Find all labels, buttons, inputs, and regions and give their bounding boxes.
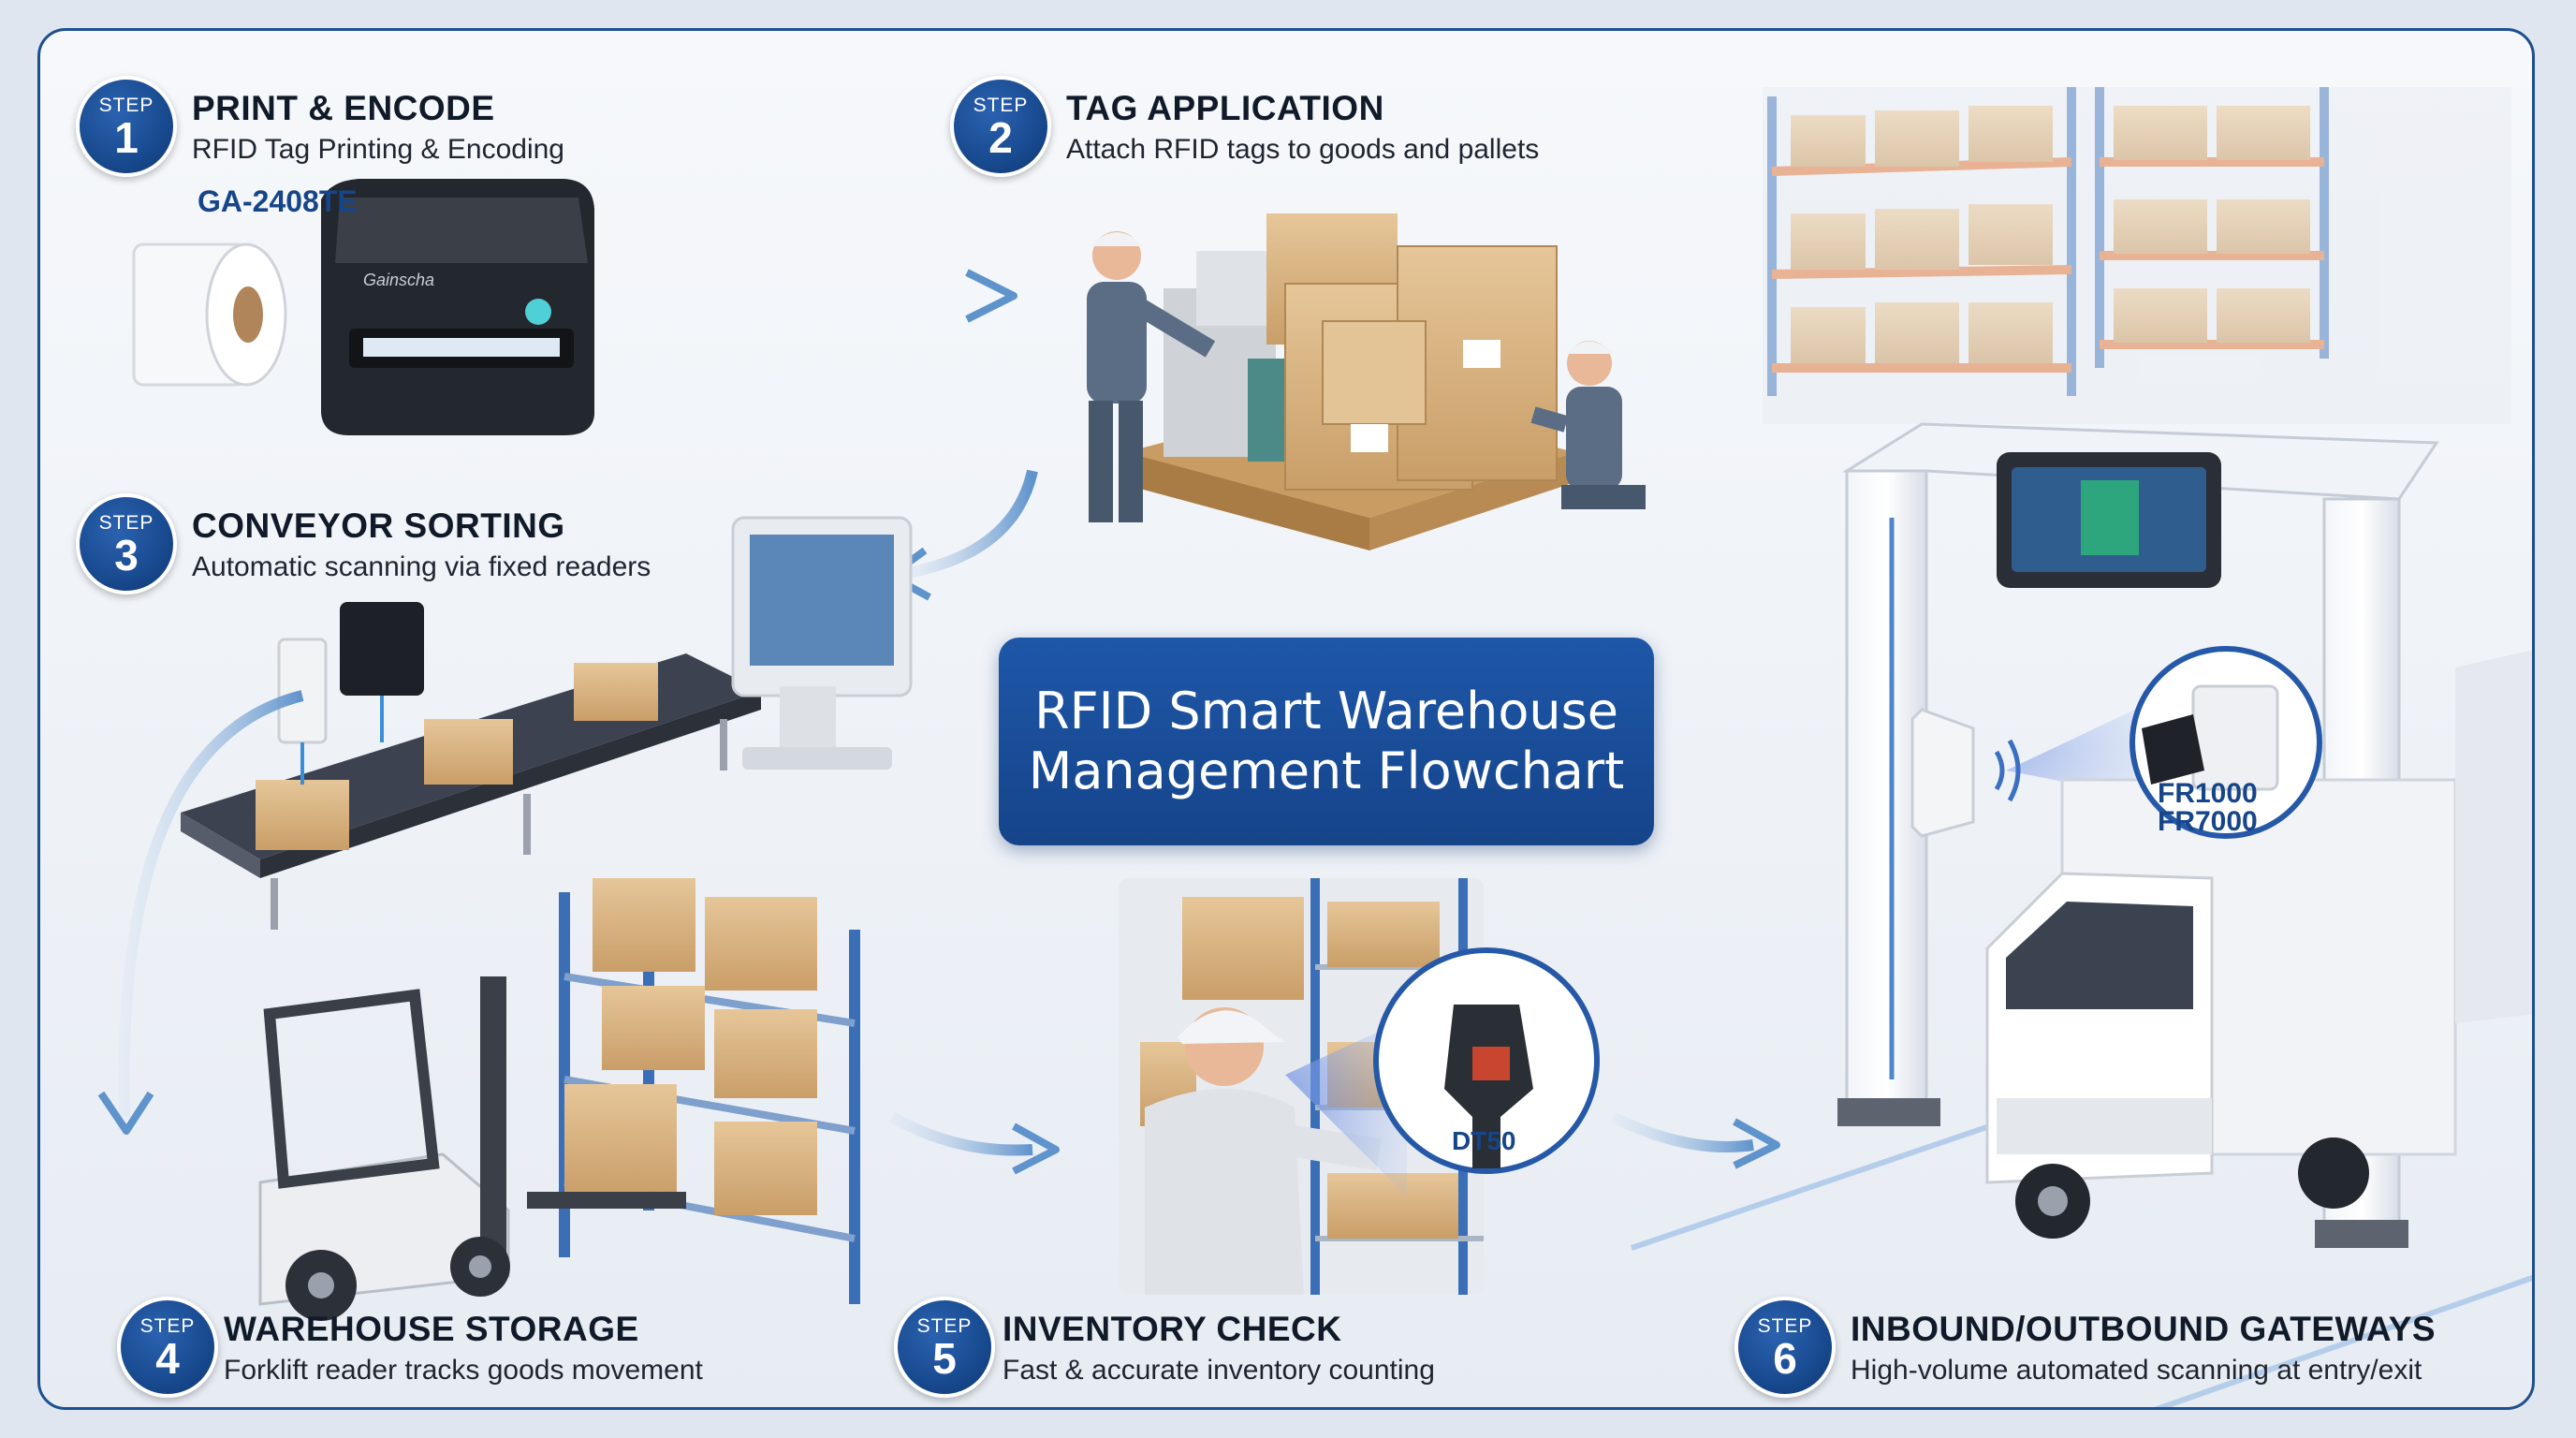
storage-scene — [258, 878, 860, 1321]
handheld-model-label: DT50 — [1452, 1126, 1516, 1155]
step-title: CONVEYOR SORTING — [192, 506, 565, 545]
step-title: PRINT & ENCODE — [192, 89, 495, 127]
step-subtitle: Fast & accurate inventory counting — [1003, 1355, 1435, 1386]
flow-arrow-3-to-4 — [97, 690, 304, 1135]
flowchart-frame: Gainscha — [37, 28, 2535, 1410]
conveyor-scene — [181, 516, 913, 930]
printer-model-label: GA-2408TE — [198, 184, 358, 218]
step-title: INBOUND/OUTBOUND GATEWAYS — [1851, 1310, 2437, 1348]
inventory-scene — [1119, 878, 1600, 1295]
gateway-scene — [1837, 422, 2532, 1248]
step-title: INVENTORY CHECK — [1003, 1310, 1342, 1348]
printer-brand-label: Gainscha — [363, 271, 434, 289]
rfid-printer: Gainscha — [321, 179, 594, 435]
background-warehouse-shelves — [1763, 87, 2511, 424]
flowchart-title: RFID Smart Warehouse Management Flowchar… — [999, 638, 1654, 845]
step-title: TAG APPLICATION — [1066, 89, 1384, 127]
flow-arrow-4-to-5 — [889, 1111, 1060, 1175]
reader-model-label-1: FR1000 — [2158, 778, 2258, 809]
tagging-scene — [1087, 213, 1646, 550]
flow-arrow-1-to-2 — [658, 269, 1017, 323]
step-subtitle: Automatic scanning via fixed readers — [192, 551, 651, 582]
step-subtitle: RFID Tag Printing & Encoding — [192, 134, 564, 165]
step-subtitle: Forklift reader tracks goods movement — [224, 1355, 703, 1386]
step-title: WAREHOUSE STORAGE — [224, 1310, 639, 1348]
step-subtitle: Attach RFID tags to goods and pallets — [1066, 134, 1540, 165]
illustration-layer: Gainscha — [97, 87, 2532, 1407]
reader-model-label-2: FR7000 — [2158, 806, 2258, 837]
step-subtitle: High-volume automated scanning at entry/… — [1851, 1355, 2422, 1386]
flow-arrow-5-to-6 — [1610, 1111, 1780, 1169]
label-roll — [132, 242, 287, 387]
